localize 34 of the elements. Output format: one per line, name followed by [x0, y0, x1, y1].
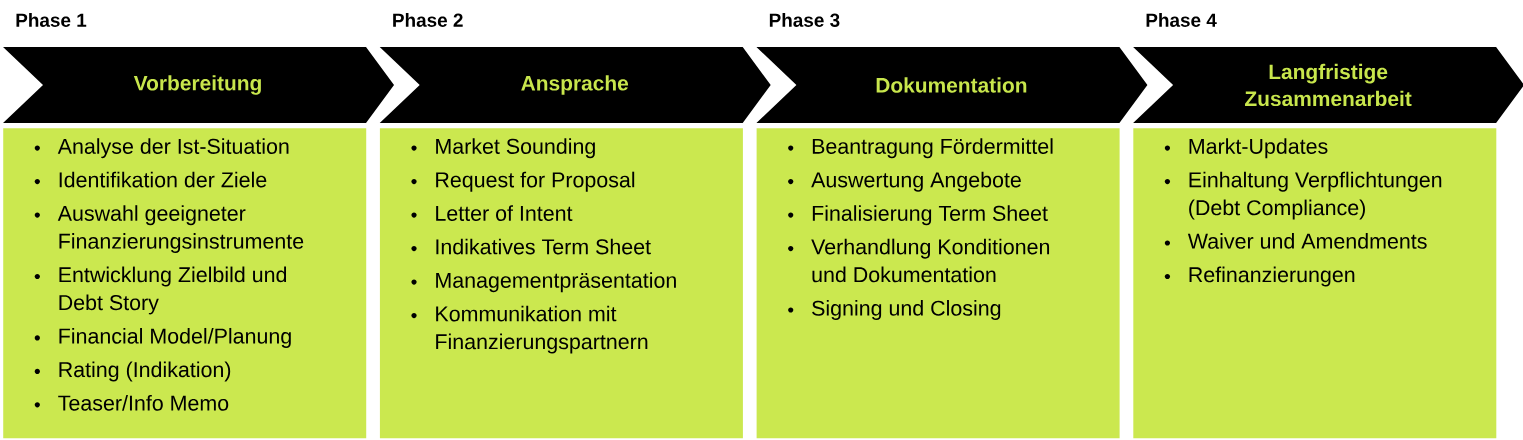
phase-banner: Langfristige Zusammenarbeit — [1133, 47, 1523, 123]
list-item: Request for Proposal — [436, 171, 635, 192]
list-item: Kommunikation mit Finanzierungspartnern — [436, 305, 648, 354]
phase-banner: Vorbereitung — [3, 47, 394, 123]
list-item: Letter of Intent — [436, 205, 573, 221]
list-item: Beantragung Fördermittel — [812, 138, 1053, 159]
list-item: Finalisierung Term Sheet — [812, 205, 1048, 226]
list-item: Financial Model/Planung — [59, 327, 291, 348]
list-item: Auswahl geeigneter Finanzierungsinstrumente — [57, 205, 304, 254]
list-item: Analyse der Ist-Situation — [57, 138, 289, 159]
phase-label: Phase 2 — [393, 13, 463, 27]
phase-box — [3, 128, 367, 439]
list-item: Einhaltung Verpflichtungen (Debt Compliance) — [1189, 171, 1442, 220]
list-item: Verhandlung Konditionen und Dokumentation — [811, 238, 1050, 283]
phase-box — [756, 128, 1120, 439]
list-item: Rating (Indikation) — [59, 361, 231, 382]
list-item: Indikatives Term Sheet — [436, 238, 651, 255]
list-item: Entwicklung Zielbild und Debt Story — [59, 266, 287, 315]
phase-label: Phase 3 — [769, 13, 840, 27]
list-item: Market Sounding — [436, 138, 595, 159]
list-item: Teaser/Info Memo — [58, 394, 229, 411]
phase-banner: Ansprache — [379, 47, 771, 123]
phase-label: Phase 4 — [1146, 13, 1217, 27]
list-item: Waiver und Amendments — [1187, 233, 1427, 249]
phase-label: Phase 1 — [16, 13, 87, 27]
phase-banner: Dokumentation — [756, 47, 1148, 123]
list-item: Markt-Updates — [1189, 138, 1328, 159]
list-item: Signing und Closing — [812, 300, 1001, 321]
list-item: Identifikation der Ziele — [59, 171, 267, 188]
phase-box — [1133, 128, 1497, 439]
list-item: Auswertung Angebote — [811, 171, 1021, 192]
phase-box — [379, 128, 743, 439]
list-item: Refinanzierungen — [1189, 266, 1355, 287]
list-item: Managementpräsentation — [436, 272, 676, 293]
